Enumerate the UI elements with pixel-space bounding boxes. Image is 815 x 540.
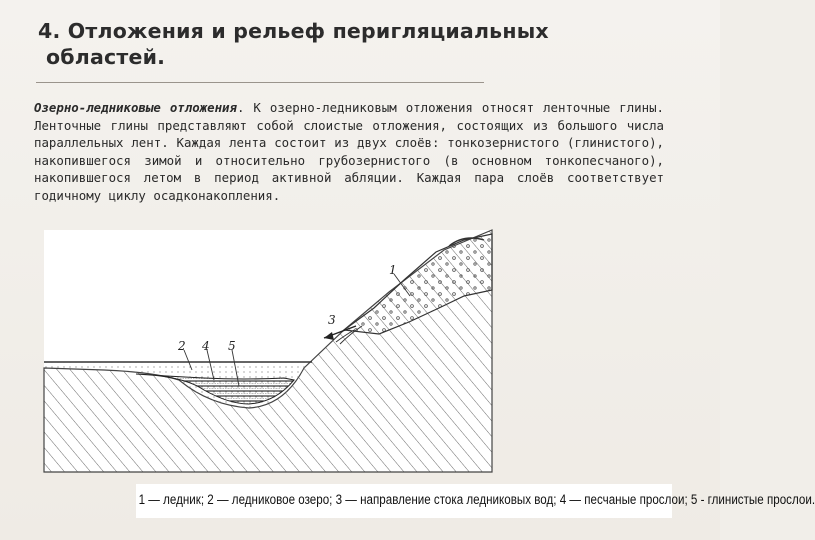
caption-text: 1 — ледник; 2 — ледниковое озеро; 3 — на… <box>138 492 815 507</box>
label-3: 3 <box>328 313 336 327</box>
meltwater-streams <box>335 325 363 345</box>
label-2: 2 <box>177 339 186 353</box>
label-1: 1 <box>389 263 397 277</box>
glacier-body <box>342 233 493 335</box>
figure-caption: 1 — ледник; 2 — ледниковое озеро; 3 — на… <box>136 484 815 518</box>
leader-4 <box>206 349 215 381</box>
title-line-1: 4. Отложения и рельеф перигляциальных <box>38 19 549 43</box>
title-line-2: областей. <box>46 45 166 69</box>
banded-clay-deposit <box>135 373 295 405</box>
leader-2 <box>183 349 193 371</box>
diagram-svg: 1 2 3 4 5 <box>43 229 493 473</box>
label-5: 5 <box>228 339 236 353</box>
label-4: 4 <box>201 339 210 353</box>
title-text: 4. Отложения и рельеф перигляциальных об… <box>38 18 598 70</box>
glacial-lake-diagram: 1 2 3 4 5 <box>43 229 493 473</box>
slide-title: 4. Отложения и рельеф перигляциальных об… <box>38 18 598 70</box>
title-divider <box>36 82 484 83</box>
leader-5 <box>231 349 240 387</box>
paragraph-lead: Озерно-ледниковые отложения <box>34 100 237 115</box>
meltwater-arrowhead <box>324 332 334 340</box>
paragraph-body: . К озерно-ледниковым отложения относят … <box>34 100 664 203</box>
body-paragraph: Озерно-ледниковые отложения. К озерно-ле… <box>34 99 664 205</box>
leader-1 <box>393 273 411 297</box>
glacier-snout-line <box>448 237 485 247</box>
